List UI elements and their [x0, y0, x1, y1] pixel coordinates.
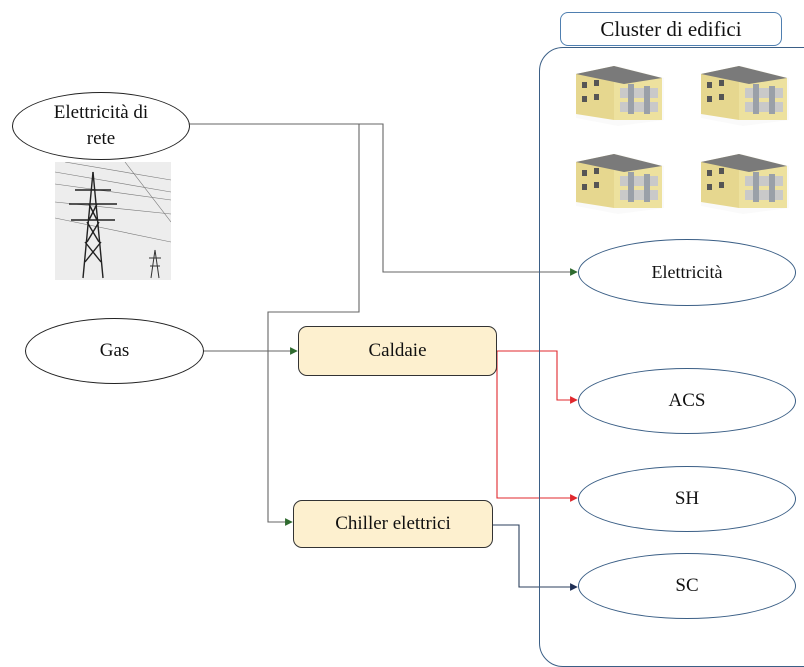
building-4 — [701, 154, 789, 214]
electricity-demand-node — [578, 239, 796, 306]
boiler-node — [298, 326, 497, 376]
chiller-label: Chiller elettrici — [335, 513, 451, 535]
building-3 — [576, 154, 664, 214]
sh-demand-label: SH — [674, 488, 700, 510]
boiler-label: Caldaie — [368, 340, 427, 362]
gas-label: Gas — [99, 340, 130, 362]
sc-demand-node — [578, 553, 796, 619]
sh-demand-node — [578, 466, 796, 532]
acs-demand-label: ACS — [668, 390, 706, 412]
boiler-to-sh-line — [496, 351, 578, 502]
grid-electricity-label: Elettricità di rete — [53, 102, 149, 149]
grid-to-electricity-line — [189, 123, 578, 276]
gas-node — [25, 318, 204, 384]
chiller-to-sc-line — [493, 524, 578, 591]
cluster-title: Cluster di edifici — [560, 12, 782, 46]
sc-demand-label: SC — [675, 575, 699, 597]
grid-electricity-node — [12, 92, 190, 160]
grid-to-chiller-line — [189, 123, 360, 526]
building-1 — [576, 66, 664, 126]
building-2 — [701, 66, 789, 126]
power-pylon-image — [55, 162, 171, 280]
electricity-demand-label: Elettricità — [651, 262, 723, 283]
boiler-to-acs-line — [497, 350, 578, 404]
chiller-node — [293, 500, 493, 548]
connector-layer — [189, 123, 578, 591]
acs-demand-node — [578, 368, 796, 434]
